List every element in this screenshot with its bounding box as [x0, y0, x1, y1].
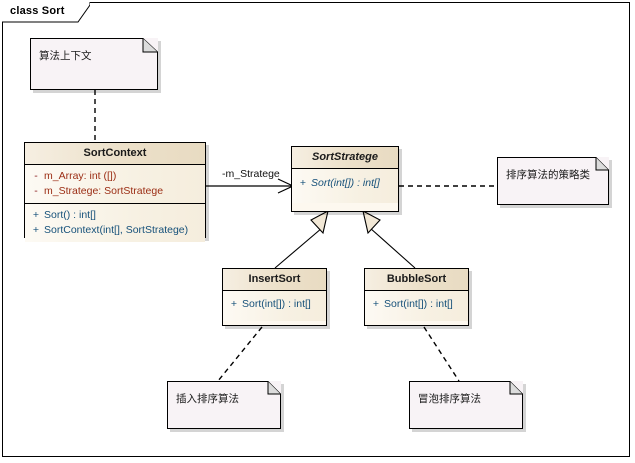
class-name-insertsort: InsertSort	[223, 269, 326, 291]
operation-signature: SortContext(int[], SortStratege)	[44, 224, 189, 236]
visibility-marker: -	[34, 170, 38, 182]
operations-compartment-insertsort: + Sort(int[]) : int[]	[223, 291, 326, 321]
attribute-row: - m_Array: int ([])	[28, 169, 202, 184]
class-box-sortcontext[interactable]: SortContext - m_Array: int ([]) - m_Stra…	[24, 142, 206, 242]
operations-compartment-sortcontext: + Sort() : int[] + SortContext(int[], So…	[25, 204, 205, 242]
note-insert-sort[interactable]: 插入排序算法	[167, 381, 281, 429]
note-shape	[30, 38, 158, 90]
note-shape	[497, 157, 609, 205]
note-shape	[167, 381, 281, 429]
visibility-marker: +	[299, 177, 307, 189]
operation-row: + Sort(int[]) : int[]	[226, 297, 323, 312]
note-algorithm-context[interactable]: 算法上下文	[30, 38, 158, 90]
note-text: 算法上下文	[39, 50, 92, 62]
class-name-sortstratege: SortStratege	[292, 147, 398, 169]
visibility-marker: +	[230, 298, 238, 310]
diagram-frame	[2, 2, 630, 457]
visibility-marker: +	[372, 298, 380, 310]
note-strategy-class[interactable]: 排序算法的策略类	[497, 157, 609, 205]
operation-row: + Sort() : int[]	[28, 208, 202, 223]
class-name-bubblesort: BubbleSort	[365, 269, 468, 291]
note-text: 冒泡排序算法	[418, 393, 481, 405]
operation-signature: Sort() : int[]	[44, 209, 96, 221]
diagram-frame-label: class Sort	[10, 5, 65, 17]
note-text: 排序算法的策略类	[506, 169, 590, 181]
note-shape	[409, 381, 523, 429]
visibility-marker: -	[34, 185, 38, 197]
operation-row: + Sort(int[]) : int[]	[368, 297, 465, 312]
operation-signature: Sort(int[]) : int[]	[311, 177, 380, 189]
operations-compartment-sortstratege: + Sort(int[]) : int[]	[292, 169, 398, 203]
note-bubble-sort[interactable]: 冒泡排序算法	[409, 381, 523, 429]
attribute-row: - m_Stratege: SortStratege	[28, 184, 202, 199]
operation-signature: Sort(int[]) : int[]	[384, 298, 453, 310]
operation-row: + Sort(int[]) : int[]	[295, 176, 395, 191]
operations-compartment-bubblesort: + Sort(int[]) : int[]	[365, 291, 468, 321]
visibility-marker: +	[32, 224, 40, 236]
attribute-signature: m_Stratege: SortStratege	[44, 185, 164, 197]
operation-row: + SortContext(int[], SortStratege)	[28, 223, 202, 238]
class-box-insertsort[interactable]: InsertSort + Sort(int[]) : int[]	[222, 268, 327, 326]
class-box-bubblesort[interactable]: BubbleSort + Sort(int[]) : int[]	[364, 268, 469, 326]
operation-signature: Sort(int[]) : int[]	[242, 298, 311, 310]
association-label: -m_Stratege	[222, 168, 280, 180]
attribute-signature: m_Array: int ([])	[44, 170, 117, 182]
class-box-sortstratege[interactable]: SortStratege + Sort(int[]) : int[]	[291, 146, 399, 212]
diagram-frame-tab: class Sort	[2, 2, 91, 23]
class-name-sortcontext: SortContext	[25, 143, 205, 165]
attributes-compartment-sortcontext: - m_Array: int ([]) - m_Stratege: SortSt…	[25, 165, 205, 204]
visibility-marker: +	[32, 209, 40, 221]
note-text: 插入排序算法	[176, 393, 239, 405]
